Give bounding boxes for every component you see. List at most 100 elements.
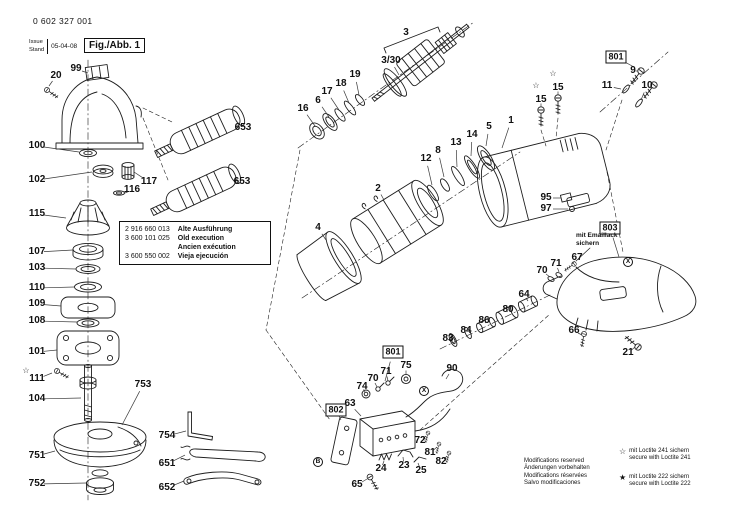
part-callout-84: 84	[460, 325, 472, 336]
leader-line	[427, 165, 433, 186]
loctite-222-lines: mit Loctite 222 sichern secure with Loct…	[629, 474, 690, 488]
part-callout-95: 95	[540, 192, 552, 203]
part-callout-8: 8	[435, 145, 441, 156]
part-callout-14: 14	[466, 129, 478, 140]
open-star-marker: ☆	[22, 366, 30, 375]
armature-3	[371, 23, 470, 102]
spindle-104	[79, 364, 97, 422]
leader-line	[386, 376, 389, 382]
part-callout-653: 653	[233, 176, 251, 187]
execution-legend-box: 2 916 660 013 Alte Ausführung 3 600 101 …	[119, 221, 271, 265]
part-callout-64: 64	[518, 289, 530, 300]
part-callout-21: 21	[622, 347, 634, 358]
part-callout-107: 107	[28, 246, 46, 257]
gasket-109	[60, 296, 116, 319]
leader-line	[484, 321, 487, 324]
part-callout-101: 101	[28, 346, 46, 357]
leader-line	[485, 133, 489, 147]
cover-4	[296, 231, 362, 302]
leader-line	[422, 435, 427, 439]
switch-block-63	[359, 410, 416, 457]
part-callout-117: 117	[140, 176, 158, 187]
washer-11	[622, 84, 630, 94]
leader-line	[433, 446, 438, 451]
leader-line	[613, 87, 622, 90]
washer-116	[113, 190, 125, 196]
switch-plate-802	[330, 416, 358, 466]
leader-line	[402, 456, 404, 462]
part-callout-753: 753	[134, 379, 152, 390]
leader-line	[330, 97, 340, 111]
part-callout-100: 100	[28, 140, 46, 151]
part-callout-15: 15	[552, 82, 564, 93]
note-line: mit Emaillack	[576, 232, 618, 239]
leader-line	[577, 332, 583, 336]
part-callout-19: 19	[349, 69, 361, 80]
part-callout-801: 801	[605, 50, 627, 64]
leader-line	[43, 349, 58, 352]
part-callout-86: 86	[478, 315, 490, 326]
leader-line	[43, 372, 53, 377]
leader-line	[557, 267, 560, 273]
leader-line	[235, 120, 240, 125]
leader-line	[48, 80, 53, 87]
part-callout-751: 751	[28, 450, 46, 461]
gear-head-housing	[55, 64, 144, 150]
ring-110	[74, 281, 102, 293]
part-callout-111: 111	[29, 373, 45, 384]
part-callout-70: 70	[536, 265, 548, 276]
leader-line	[380, 194, 385, 201]
part-callout-67: 67	[571, 252, 583, 263]
leader-line	[361, 478, 368, 483]
bevel-gear-115	[66, 199, 110, 236]
leader-line	[506, 310, 508, 313]
leader-line	[363, 389, 366, 393]
note-line: Salvo modificaciones	[524, 480, 581, 487]
power-cord-90	[405, 369, 464, 432]
part-callout-2: 2	[375, 183, 381, 194]
leader-line	[321, 106, 330, 118]
leader-line	[384, 361, 391, 382]
part-callout-71: 71	[550, 258, 562, 269]
part-callout-103: 103	[28, 262, 46, 273]
part-callout-6: 6	[315, 95, 321, 106]
small-parts-95-97	[559, 192, 575, 212]
part-callout-4: 4	[315, 222, 321, 233]
contact-23	[397, 449, 414, 458]
emaillack-leader	[575, 247, 591, 262]
note-line: Änderungen vorbehalten	[524, 465, 590, 472]
open-star-marker: ☆	[549, 69, 557, 78]
legend-desc: Alte Ausführung	[177, 226, 233, 233]
part-callout-81: 81	[424, 447, 436, 458]
stand-label: Stand	[29, 46, 45, 53]
part-callout-99: 99	[70, 63, 82, 74]
bearing-stack-16-6-17-18-19	[309, 94, 366, 140]
part-callout-3: 3	[403, 27, 409, 38]
leader-line	[356, 81, 360, 96]
part-callout-801: 801	[382, 345, 404, 359]
filled-star-icon: ★	[619, 473, 627, 482]
part-callout-90: 90	[446, 363, 458, 374]
part-callout-71: 71	[380, 366, 392, 377]
part-callout-754: 754	[158, 430, 176, 441]
leader-line	[470, 141, 473, 157]
motor-housing-1	[476, 132, 611, 228]
note-line: Modifications réservées	[524, 472, 588, 479]
leader-line	[640, 92, 645, 101]
part-callout-5: 5	[486, 121, 492, 132]
legend-desc: Vieja ejecución	[177, 253, 229, 260]
bracket-3	[383, 26, 441, 54]
leader-line	[81, 70, 89, 74]
leader-line	[343, 90, 350, 104]
leader-line	[439, 157, 445, 178]
leader-line	[394, 66, 400, 76]
leader-line	[43, 286, 75, 289]
legend-part-number	[125, 243, 170, 252]
part-callout-83: 83	[442, 333, 454, 344]
leader-line	[612, 237, 620, 258]
fasteners-67-70-71	[547, 272, 563, 282]
leader-line	[121, 391, 141, 426]
note-line: mit Loctite 222 sichern	[629, 474, 690, 480]
leader-line	[173, 430, 187, 435]
leader-line	[354, 408, 362, 417]
